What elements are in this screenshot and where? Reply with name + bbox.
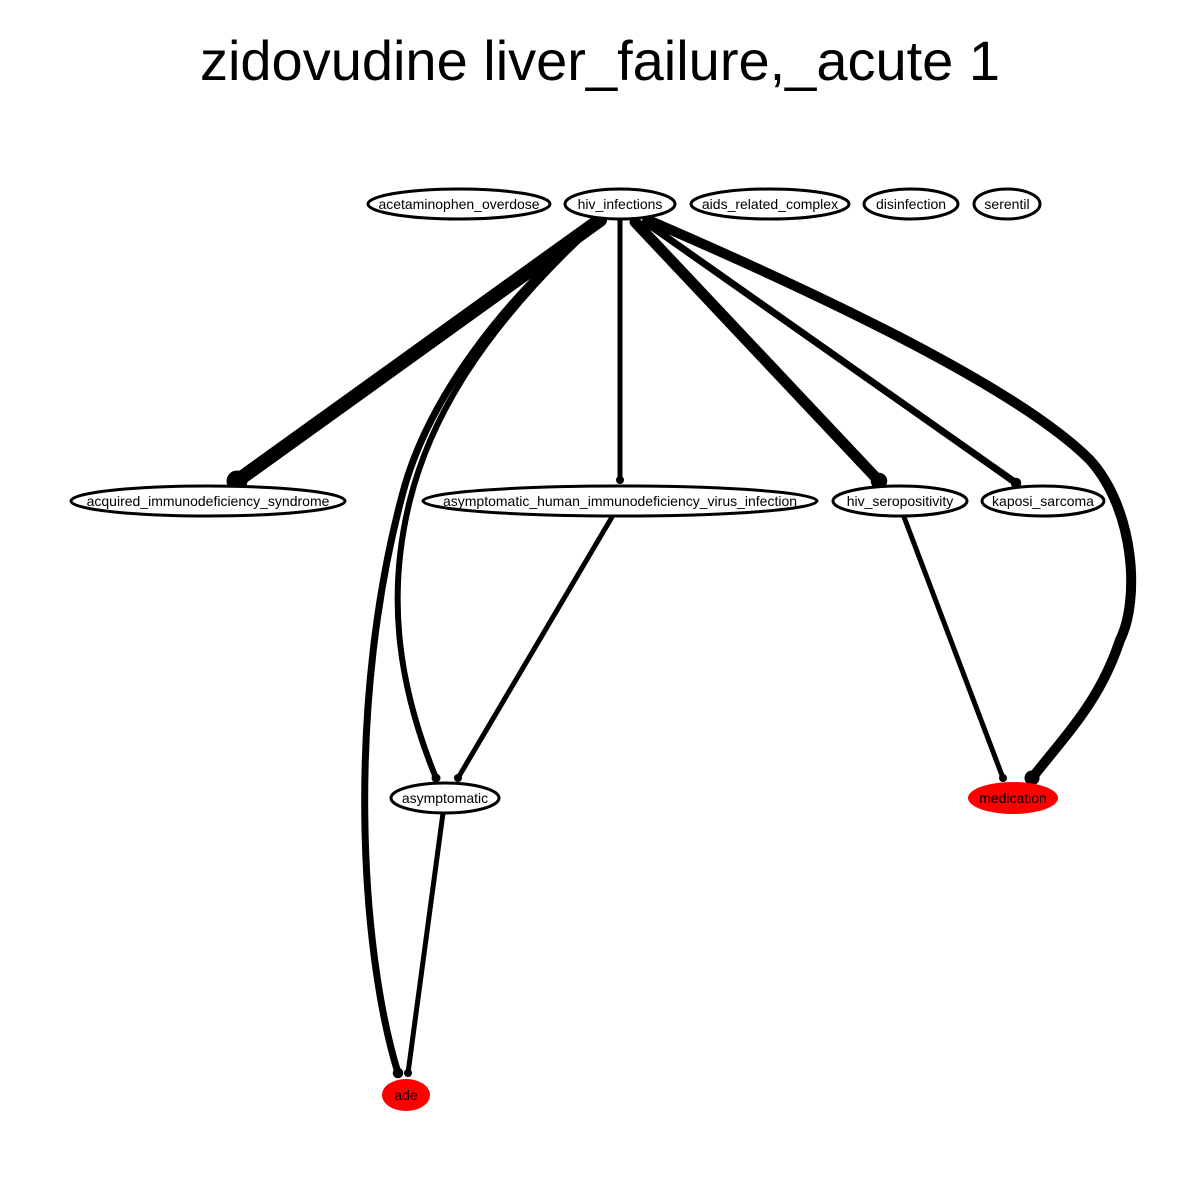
edge-hiv_infections-to-acquired_immunodeficiency_syndrome — [226, 213, 607, 492]
node-hiv_infections: hiv_infections — [563, 187, 677, 221]
edge-hiv_infections-to-asymptomatic_human_immunodeficiency_virus_infection — [616, 217, 624, 484]
edge-line — [643, 215, 1137, 783]
node-label: acetaminophen_overdose — [378, 196, 539, 212]
node-serentil: serentil — [972, 187, 1042, 221]
edge-line — [230, 213, 607, 488]
node-ade: ade — [382, 1079, 430, 1111]
node-ellipse — [968, 782, 1058, 814]
edge-arrowhead — [1024, 770, 1040, 786]
node-aids_related_complex: aids_related_complex — [689, 187, 851, 221]
node-ellipse — [563, 187, 677, 221]
node-label: acquired_immunodeficiency_syndrome — [87, 493, 330, 509]
node-hiv_seropositivity: hiv_seropositivity — [831, 484, 969, 518]
node-acetaminophen_overdose: acetaminophen_overdose — [366, 187, 552, 221]
edge-line — [394, 219, 601, 781]
node-disinfection: disinfection — [862, 187, 960, 221]
node-label: aids_related_complex — [702, 196, 838, 212]
edge-line — [405, 810, 446, 1076]
edge-line — [629, 216, 885, 487]
node-label: disinfection — [876, 196, 946, 212]
node-label: asymptomatic_human_immunodeficiency_viru… — [443, 493, 797, 509]
edge-asymptomatic_human_immunodeficiency_virus_infection-to-asymptomatic — [454, 514, 615, 782]
node-ellipse — [862, 187, 960, 221]
edge-hiv_infections-to-ade — [361, 216, 604, 1079]
node-ellipse — [980, 484, 1106, 518]
edge-asymptomatic-to-ade — [404, 810, 446, 1077]
edge-hiv_infections-to-asymptomatic — [394, 219, 601, 783]
node-ellipse — [69, 484, 347, 518]
edge-arrowhead — [404, 1069, 412, 1077]
node-ellipse — [831, 484, 969, 518]
node-label: ade — [394, 1087, 418, 1103]
node-label: hiv_infections — [578, 196, 663, 212]
diagram-title: zidovudine liver_failure,_acute 1 — [199, 29, 1001, 92]
edge-arrowhead — [616, 476, 624, 484]
edge-hiv_infections-to-hiv_seropositivity — [629, 216, 888, 490]
edge-arrowhead — [1010, 477, 1022, 489]
edges-layer — [226, 213, 1137, 1079]
node-label: medication — [979, 790, 1047, 806]
edge-arrowhead — [392, 1067, 404, 1079]
node-ellipse — [389, 781, 501, 815]
node-ellipse — [972, 187, 1042, 221]
edge-arrowhead — [454, 774, 462, 782]
edge-hiv_seropositivity-to-medication — [901, 514, 1007, 782]
edge-line — [641, 218, 1020, 487]
node-ellipse — [366, 187, 552, 221]
node-label: hiv_seropositivity — [847, 493, 954, 509]
edge-line — [361, 216, 604, 1077]
node-medication: medication — [968, 782, 1058, 814]
node-label: kaposi_sarcoma — [992, 493, 1094, 509]
node-asymptomatic_human_immunodeficiency_virus_infection: asymptomatic_human_immunodeficiency_viru… — [421, 484, 819, 518]
edge-line — [901, 514, 1006, 781]
node-ellipse — [689, 187, 851, 221]
node-label: asymptomatic — [402, 790, 488, 806]
node-kaposi_sarcoma: kaposi_sarcoma — [980, 484, 1106, 518]
node-ellipse — [421, 484, 819, 518]
edge-arrowhead — [999, 774, 1007, 782]
edge-line — [455, 514, 615, 781]
edge-arrowhead — [431, 773, 441, 783]
nodes-layer: acetaminophen_overdose hiv_infections aids… — [69, 187, 1106, 1111]
edge-hiv_infections-to-kaposi_sarcoma — [641, 218, 1022, 489]
node-asymptomatic: asymptomatic — [389, 781, 501, 815]
node-label: serentil — [984, 196, 1029, 212]
node-ellipse — [382, 1079, 430, 1111]
node-acquired_immunodeficiency_syndrome: acquired_immunodeficiency_syndrome — [69, 484, 347, 518]
edge-hiv_infections-to-medication — [643, 215, 1137, 786]
